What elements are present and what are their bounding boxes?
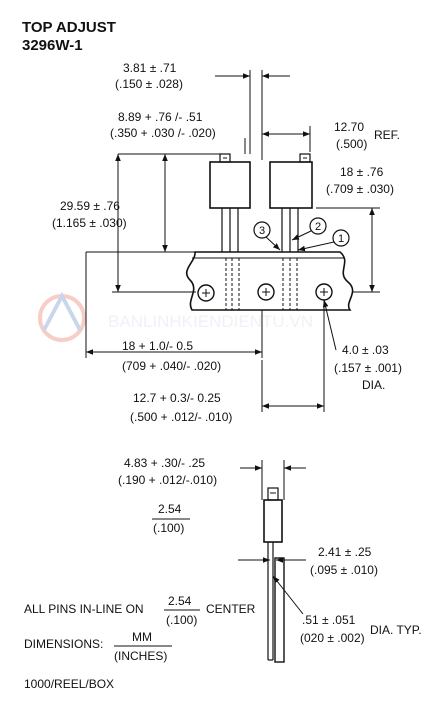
pin-3-label: 3: [259, 225, 265, 237]
dim-2959-mm: 29.59 ± .76: [60, 199, 120, 213]
dim-1270-in: (.500): [336, 137, 367, 151]
note-dims-label: DIMENSIONS:: [24, 637, 103, 651]
dim-18b-in: (709 + .040/- .020): [122, 359, 221, 373]
dim-241-in: (.095 ± .010): [310, 563, 378, 577]
watermark: BANLINHKIENDIENTU.VN: [38, 291, 313, 342]
dim-254-mm: 2.54: [158, 502, 182, 516]
dimension-lines-top: [85, 70, 380, 412]
pin-2-label: 2: [315, 221, 321, 233]
note-reel: 1000/REEL/BOX: [24, 677, 114, 691]
watermark-text: BANLINHKIENDIENTU.VN: [108, 312, 313, 331]
dim-241-mm: 2.41 ± .25: [318, 545, 372, 559]
dim-127-mm: 12.7 + 0.3/- 0.25: [133, 391, 221, 405]
note-dims-mm: MM: [132, 630, 152, 644]
dim-1270-mm: 12.70: [334, 120, 364, 134]
dim-51-mm: .51 ± .051: [302, 613, 356, 627]
top-view: [185, 153, 354, 311]
dim-889-in: (.350 + .030 /- .020): [110, 126, 216, 140]
dim-483-mm: 4.83 + .30/- .25: [124, 456, 205, 470]
title-line1: TOP ADJUST: [22, 19, 116, 36]
dim-127-in: (.500 + .012/- .010): [130, 410, 232, 424]
dim-254-in: (.100): [153, 521, 184, 535]
pin-labels: 1 2 3: [253, 217, 350, 252]
note-allpins-mm: 2.54: [168, 594, 192, 608]
dim-18b-mm: 18 + 1.0/- 0.5: [122, 339, 193, 353]
dim-18-in: (.709 ± .030): [326, 182, 394, 196]
dim-381-mm: 3.81 ± .71: [123, 61, 177, 75]
note-allpins-pre: ALL PINS IN-LINE ON: [24, 602, 144, 616]
dimension-lines-side: [238, 460, 306, 615]
dim-18-mm: 18 ± .76: [340, 165, 384, 179]
dim-1270-ref: REF.: [374, 128, 400, 142]
dim-51-in: (020 ± .002): [300, 631, 365, 645]
note-dims-in: (INCHES): [114, 649, 167, 663]
note-allpins-in: (.100): [166, 613, 197, 627]
dim-40-mm: 4.0 ± .03: [342, 343, 389, 357]
pin-1-label: 1: [338, 233, 344, 245]
dim-381-in: (.150 ± .028): [115, 77, 183, 91]
dim-483-in: (.190 + .012/-.010): [118, 473, 217, 487]
dim-889-mm: 8.89 + .76 /- .51: [118, 110, 203, 124]
dim-40-dia: DIA.: [362, 378, 385, 392]
note-allpins-post: CENTER: [206, 602, 256, 616]
dim-2959-in: (1.165 ± .030): [52, 216, 127, 230]
dim-51-dia: DIA. TYP.: [370, 623, 422, 637]
side-view: [263, 487, 285, 663]
title-line2: 3296W-1: [22, 37, 83, 54]
dim-40-in: (.157 ± .001): [334, 361, 402, 375]
